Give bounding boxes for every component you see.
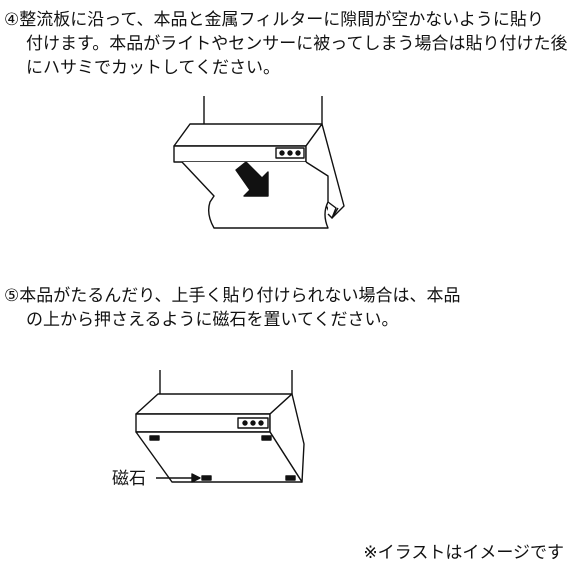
step4-line-2: 付けます。本品がライトやセンサーに被ってしまう場合は貼り付けた後 [26,34,568,54]
magnet-1-icon [149,435,160,441]
knob-2-icon [250,420,256,426]
hood-side-face [305,123,345,219]
hood-top-face [173,123,323,147]
magnet-3-icon [201,475,212,481]
magnet-2-icon [261,435,272,441]
knob-2-icon [287,150,293,156]
step5-line-2: の上から押さえるように磁石を置いてください。 [26,310,399,330]
illustration-disclaimer: ※イラストはイメージです [363,543,564,563]
magnet-4-icon [285,475,296,481]
magnet-label: 磁石 [112,469,146,489]
knob-1-icon [242,420,248,426]
sheet-flap [327,201,337,219]
pointer-arrow-head-icon [191,473,201,483]
arrow-down-right-icon [235,161,269,197]
knob-1-icon [279,150,285,156]
range-hood-magnet-illustration [135,370,305,483]
range-hood-sheet-illustration [173,96,345,229]
knob-3-icon [258,420,264,426]
covered-bottom-face [135,431,303,483]
step5-line-1: ⑤本品がたるんだり、上手く貼り付けられない場合は、本品 [4,286,461,306]
hood-top-face [135,393,293,415]
step4-line-1: ④整流板に沿って、本品と金属フィルターに隙間が空かないように貼り [4,10,544,30]
hood-side-face [269,393,305,483]
step5-instruction: ⑤本品がたるんだり、上手く貼り付けられない場合は、本品 の上から押さえるように磁… [4,284,461,332]
step4-instruction: ④整流板に沿って、本品と金属フィルターに隙間が空かないように貼り 付けます。本品… [4,8,567,80]
knob-3-icon [295,150,301,156]
step4-line-3: にハサミでカットしてください。 [26,58,280,78]
